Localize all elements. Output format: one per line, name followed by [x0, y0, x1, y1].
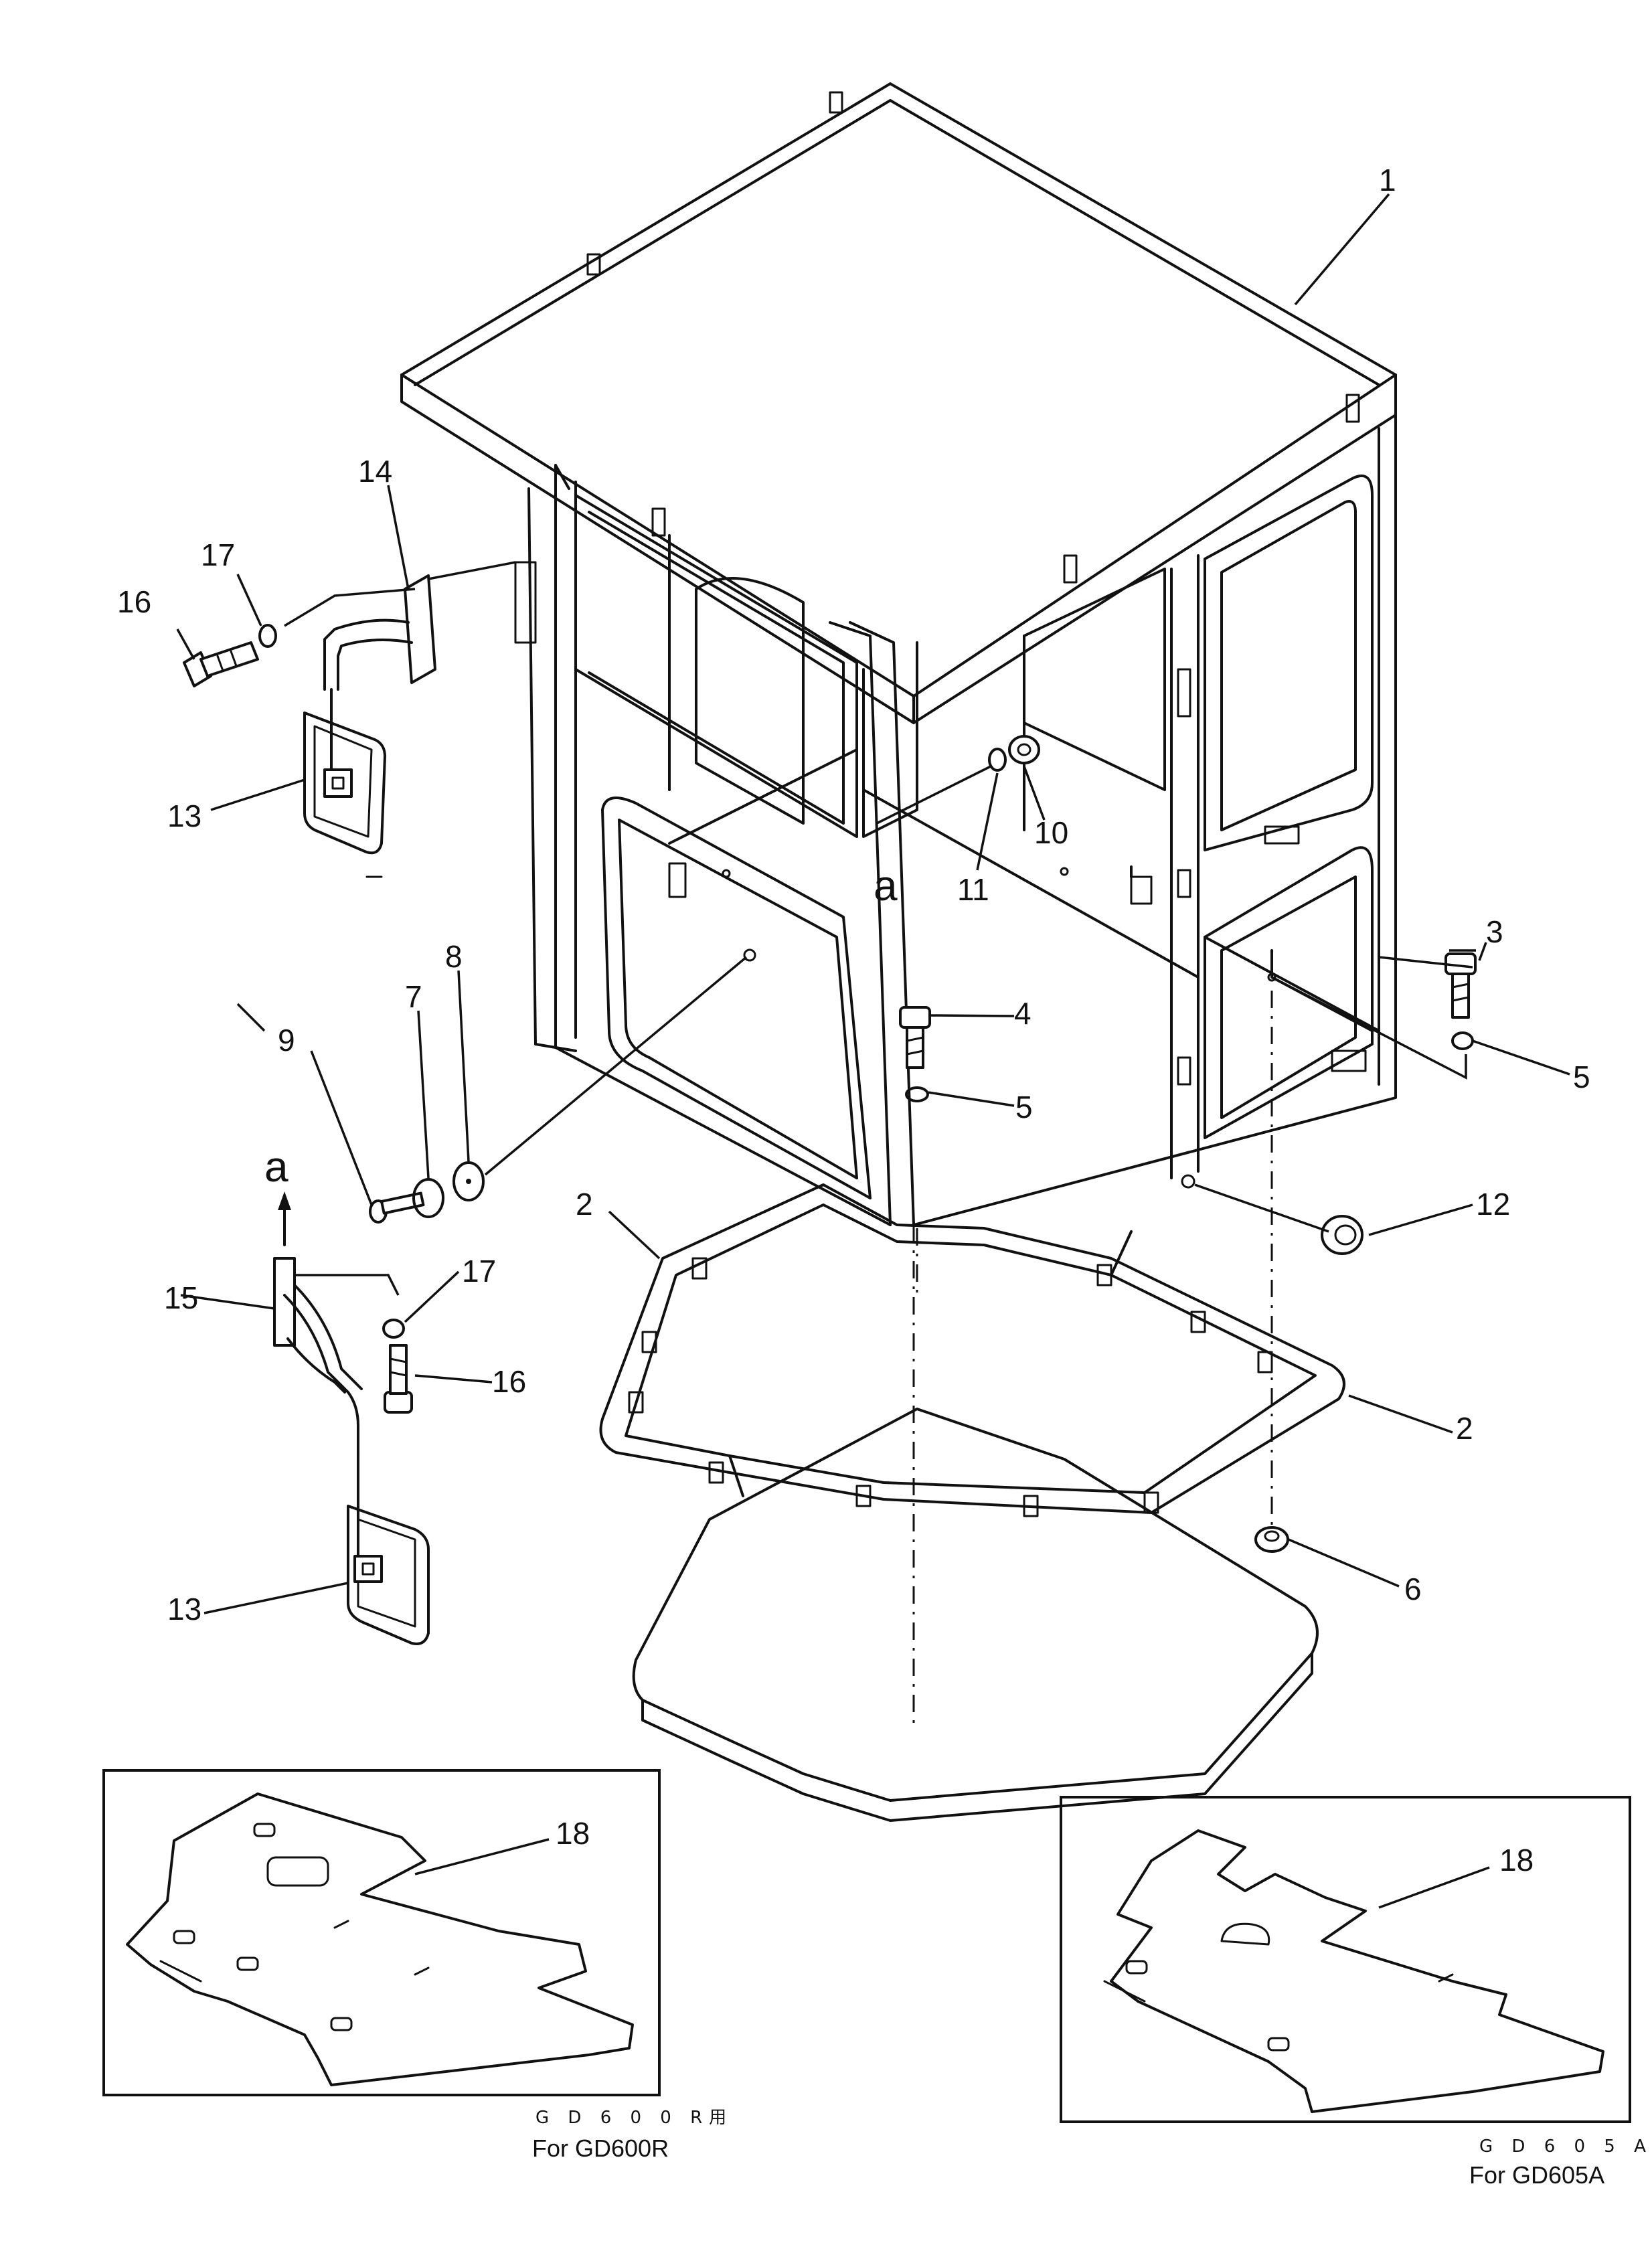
callout-18-right: 18 — [1499, 1843, 1534, 1877]
callout-17-upper: 17 — [201, 537, 235, 572]
lock-washer-icon — [988, 748, 1007, 772]
mirror-13-upper — [303, 688, 386, 855]
view-letter-a-top: a — [874, 861, 898, 910]
floor-gasket — [599, 1183, 1345, 1517]
plate-7-icon — [412, 1178, 444, 1218]
washer-8-icon — [452, 1161, 485, 1201]
floor-mat — [632, 1408, 1319, 1822]
callout-13-upper: 13 — [167, 799, 201, 833]
callout-4: 4 — [1014, 996, 1031, 1031]
callout-5-right: 5 — [1573, 1060, 1590, 1094]
inset-right-caption-jp: G D 6 0 5 A用 — [1479, 2137, 1652, 2157]
inset-gd605a: G D 6 0 5 A用 For GD605A — [1060, 1796, 1652, 2189]
callout-17-lower: 17 — [462, 1254, 496, 1288]
callout-9: 9 — [278, 1023, 295, 1058]
grommet-icon — [1321, 1215, 1364, 1255]
callout-7: 7 — [405, 979, 422, 1014]
callout-1: 1 — [1379, 163, 1396, 197]
callout-18-left: 18 — [556, 1816, 590, 1851]
nut-icon — [1254, 1526, 1289, 1553]
inset-left-caption-en: For GD600R — [532, 2135, 669, 2162]
callout-16-upper: 16 — [117, 584, 151, 619]
bolt-16-lower-icon — [384, 1344, 413, 1414]
mirror-bracket-15 — [273, 1257, 400, 1454]
cab-frame — [514, 414, 1397, 1226]
lock-washer-icon — [382, 1319, 405, 1339]
callout-5-mid: 5 — [1015, 1090, 1033, 1124]
callout-10: 10 — [1034, 815, 1068, 850]
mirror-13-lower — [347, 1451, 430, 1645]
bolt-4-icon — [899, 1006, 931, 1069]
inset-gd600r: G D 6 0 0 R用 For GD600R — [102, 1769, 733, 2162]
callout-numbers: 1 2 2 3 4 5 5 6 7 8 9 10 11 12 13 13 14 … — [117, 163, 1590, 1877]
callout-12: 12 — [1476, 1187, 1510, 1222]
inset-left-caption-jp: G D 6 0 0 R用 — [535, 2108, 733, 2128]
lock-washer-icon — [258, 624, 277, 648]
callout-11: 11 — [957, 872, 989, 907]
bolt-16-icon — [183, 641, 259, 687]
nut-10-icon — [1008, 735, 1040, 764]
leader-lines — [176, 193, 1570, 1614]
callout-8: 8 — [445, 939, 463, 974]
callout-13-lower: 13 — [167, 1592, 201, 1626]
mirror-bracket-14 — [284, 561, 516, 691]
inset-right-caption-en: For GD605A — [1469, 2161, 1604, 2189]
callout-2-left: 2 — [576, 1187, 593, 1222]
callout-6: 6 — [1404, 1572, 1422, 1606]
view-letter-a-bottom: a — [264, 1143, 288, 1191]
cab-roof — [400, 82, 1397, 724]
callout-14: 14 — [358, 454, 392, 489]
lock-washer-icon — [1451, 1031, 1474, 1050]
callout-3: 3 — [1486, 914, 1503, 949]
arrow-up-icon — [278, 1191, 291, 1210]
callout-15: 15 — [164, 1280, 198, 1315]
lock-washer-icon — [905, 1086, 929, 1102]
callout-2-right: 2 — [1456, 1411, 1473, 1446]
bolt-3-icon — [1444, 952, 1477, 1019]
callout-16-lower: 16 — [492, 1364, 526, 1399]
